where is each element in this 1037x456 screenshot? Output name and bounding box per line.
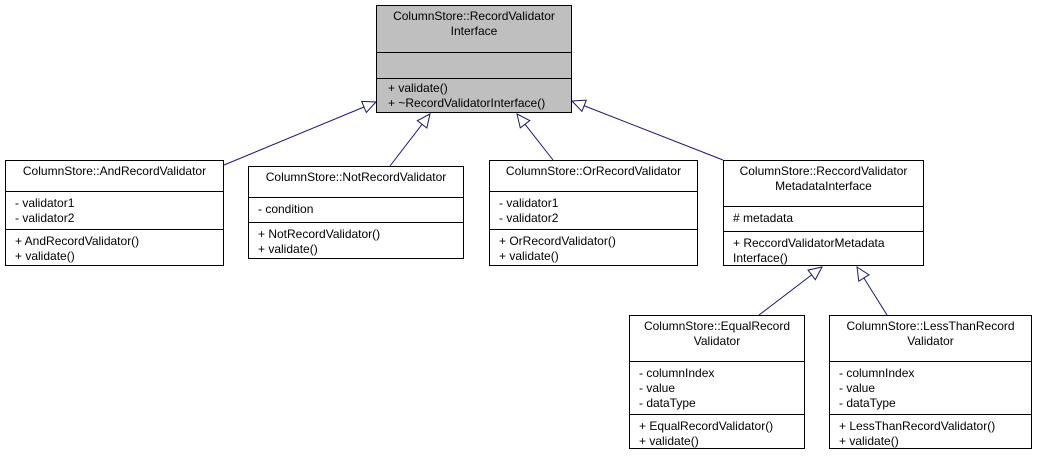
method: + validate() — [15, 249, 75, 263]
inheritance-arrowhead-meta-to-root — [570, 99, 588, 113]
method: + validate() — [639, 434, 699, 448]
method: + ~RecordValidatorInterface() — [388, 96, 546, 110]
class-record-validator-interface[interactable]: ColumnStore::RecordValidator Interface +… — [376, 5, 572, 113]
class-title-line: MetadataInterface — [775, 179, 872, 193]
inheritance-line-and-to-root — [223, 106, 365, 166]
attributes-section — [377, 52, 571, 78]
inheritance-line-not-to-root — [389, 123, 423, 167]
class-title: ColumnStore::LessThanRecord Validator — [830, 316, 1031, 361]
attribute: - validator1 — [499, 196, 559, 210]
class-title-line: Validator — [907, 334, 954, 348]
inheritance-line-equal-to-meta — [758, 274, 812, 316]
methods-section: + ReccordValidatorMetadata Interface() — [724, 231, 923, 269]
method: + validate() — [499, 249, 559, 263]
class-title: ColumnStore::AndRecordValidator — [6, 161, 223, 191]
inheritance-line-meta-to-root — [583, 105, 724, 161]
method: + validate() — [839, 434, 899, 448]
class-title-line: ColumnStore::ReccordValidator — [739, 164, 908, 178]
attributes-section: # metadata — [724, 206, 923, 231]
attribute: - condition — [258, 202, 314, 216]
attributes-section: - validator1 - validator2 — [490, 191, 697, 229]
attributes-section: - columnIndex - value - dataType — [830, 361, 1031, 414]
class-title-line: Validator — [693, 334, 741, 348]
attribute: - validator2 — [499, 211, 559, 225]
attributes-section: - columnIndex - value - dataType — [630, 361, 804, 414]
inheritance-arrowhead-not-to-root — [416, 113, 431, 129]
methods-section: + validate() + ~RecordValidatorInterface… — [377, 78, 571, 114]
method: Interface() — [733, 251, 788, 265]
class-title-line: Interface — [450, 24, 498, 38]
class-title: ColumnStore::RecordValidator Interface — [377, 6, 571, 52]
inheritance-arrowhead-equal-to-meta — [807, 266, 823, 281]
attribute: - dataType — [839, 396, 896, 410]
class-title-line: ColumnStore::LessThanRecord — [846, 319, 1015, 333]
class-and-record-validator[interactable]: ColumnStore::AndRecordValidator - valida… — [5, 160, 224, 266]
method: + AndRecordValidator() — [15, 234, 140, 248]
attribute: - validator2 — [15, 211, 75, 225]
class-title-line: ColumnStore::OrRecordValidator — [505, 164, 682, 178]
class-title: ColumnStore::NotRecordValidator — [249, 167, 463, 197]
class-title-line: ColumnStore::NotRecordValidator — [265, 170, 447, 184]
attribute: - value — [639, 381, 676, 395]
method: + EqualRecordValidator() — [639, 419, 774, 433]
attributes-section: - validator1 - validator2 — [6, 191, 223, 229]
attribute: - validator1 — [15, 196, 75, 210]
attribute: - columnIndex — [839, 366, 915, 380]
class-title-line: ColumnStore::AndRecordValidator — [22, 164, 207, 178]
inheritance-arrowhead-less-to-meta — [856, 265, 870, 283]
method: + LessThanRecordValidator() — [839, 419, 996, 433]
class-equal-record-validator[interactable]: ColumnStore::EqualRecord Validator - col… — [629, 315, 805, 449]
methods-section: + EqualRecordValidator() + validate() — [630, 414, 804, 452]
inheritance-arrowhead-or-to-root — [516, 113, 531, 129]
attribute: - columnIndex — [639, 366, 715, 380]
class-title-line: ColumnStore::RecordValidator — [393, 9, 555, 23]
class-title: ColumnStore::EqualRecord Validator — [630, 316, 804, 361]
inheritance-line-less-to-meta — [863, 277, 888, 316]
method: + validate() — [388, 81, 448, 95]
method: + validate() — [258, 242, 318, 256]
attribute: - value — [839, 381, 876, 395]
class-title: ColumnStore::ReccordValidator MetadataIn… — [724, 161, 923, 206]
class-less-than-record-validator[interactable]: ColumnStore::LessThanRecord Validator - … — [829, 315, 1032, 449]
methods-section: + LessThanRecordValidator() + validate() — [830, 414, 1031, 452]
methods-section: + NotRecordValidator() + validate() — [249, 222, 463, 260]
method: + OrRecordValidator() — [499, 234, 616, 248]
attribute: # metadata — [733, 211, 794, 225]
methods-section: + AndRecordValidator() + validate() — [6, 229, 223, 267]
attributes-section: - condition — [249, 197, 463, 222]
method: + ReccordValidatorMetadata — [733, 236, 885, 250]
inheritance-arrowhead-and-to-root — [360, 100, 378, 114]
class-or-record-validator[interactable]: ColumnStore::OrRecordValidator - validat… — [489, 160, 698, 266]
class-title: ColumnStore::OrRecordValidator — [490, 161, 697, 191]
method: + NotRecordValidator() — [258, 227, 381, 241]
class-title-line: ColumnStore::EqualRecord — [643, 319, 791, 333]
methods-section: + OrRecordValidator() + validate() — [490, 229, 697, 267]
inheritance-line-or-to-root — [524, 123, 554, 161]
class-reccord-validator-metadata-interface[interactable]: ColumnStore::ReccordValidator MetadataIn… — [723, 160, 924, 266]
class-not-record-validator[interactable]: ColumnStore::NotRecordValidator - condit… — [248, 166, 464, 259]
attribute: - dataType — [639, 396, 696, 410]
